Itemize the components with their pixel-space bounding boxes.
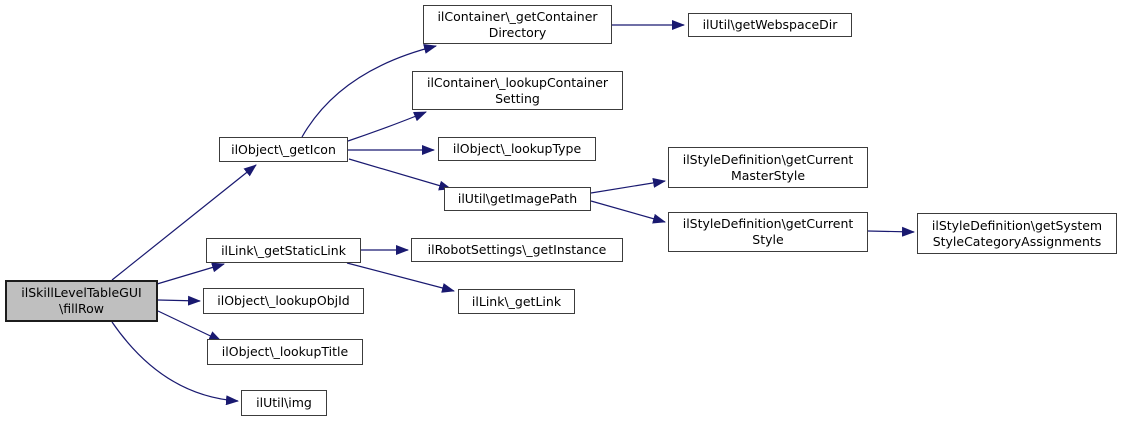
node-label: ilRobotSettings\_getInstance	[427, 242, 607, 257]
node-label: \fillRow	[58, 301, 105, 316]
node-label: MasterStyle	[730, 167, 806, 183]
node-label: ilLink\_getLink	[471, 293, 562, 309]
node-label: ilUtil\img	[256, 395, 312, 410]
node-getLink[interactable]: ilLink\_getLink	[458, 289, 575, 314]
node-label: Style	[752, 232, 784, 247]
edge-getImagePath-getCurrentStyle	[590, 200, 666, 224]
node-label: ilObject\_getIcon	[231, 141, 336, 157]
node-label: ilObject\_lookupTitle	[221, 344, 349, 359]
edge-fillRow-lookupTitle	[157, 310, 222, 342]
edge-getIcon-getImagePath	[348, 158, 452, 191]
edge-fillRow-getStaticLink	[156, 262, 225, 285]
node-label: StyleCategoryAssignments	[932, 233, 1102, 249]
node-label: ilLink\_getStaticLink	[221, 242, 346, 258]
node-label: ilStyleDefinition\getCurrent	[682, 151, 854, 167]
node-getWebspaceDir[interactable]: ilUtil\getWebspaceDir	[688, 13, 852, 37]
node-lookupTitle[interactable]: ilObject\_lookupTitle	[207, 339, 363, 365]
edge-getCurrentStyle-getSystemStyleCategoryAssignments	[867, 226, 915, 237]
node-lookupType[interactable]: ilObject\_lookupType	[438, 137, 596, 161]
node-label: ilContainer\_lookupContainer	[426, 74, 609, 90]
node-lookupObjId[interactable]: ilObject\_lookupObjId	[203, 288, 364, 314]
node-label: ilSkillLevelTableGUI	[21, 285, 142, 300]
node-label: Setting	[495, 90, 540, 106]
node-label: ilUtil\getWebspaceDir	[702, 17, 838, 32]
node-getImagePath[interactable]: ilUtil\getImagePath	[444, 187, 591, 211]
node-label: ilObject\_lookupObjId	[217, 293, 350, 308]
edge-getImagePath-getCurrentMasterStyle	[590, 177, 666, 194]
node-label: ilUtil\getImagePath	[457, 191, 578, 206]
edge-fillRow-img	[111, 321, 239, 406]
node-fillRow: ilSkillLevelTableGUI\fillRow	[5, 280, 158, 322]
node-getStaticLink[interactable]: ilLink\_getStaticLink	[206, 238, 361, 263]
edge-getIcon-getContainerDirectory	[301, 44, 437, 138]
node-label: ilObject\_lookupType	[452, 141, 582, 156]
edge-getStaticLink-getLink	[346, 262, 455, 293]
node-label: ilContainer\_getContainer	[437, 8, 598, 24]
edge-getIcon-lookupContainerSetting	[347, 111, 427, 142]
node-label: ilStyleDefinition\getCurrent	[682, 216, 854, 231]
node-getIcon[interactable]: ilObject\_getIcon	[219, 137, 348, 162]
node-getInstance[interactable]: ilRobotSettings\_getInstance	[411, 238, 623, 262]
edge-fillRow-lookupObjId	[157, 295, 201, 306]
node-label: ilStyleDefinition\getSystem	[931, 217, 1103, 233]
edge-fillRow-getIcon	[111, 164, 257, 281]
node-label: Directory	[488, 24, 547, 40]
node-img[interactable]: ilUtil\img	[241, 390, 327, 416]
